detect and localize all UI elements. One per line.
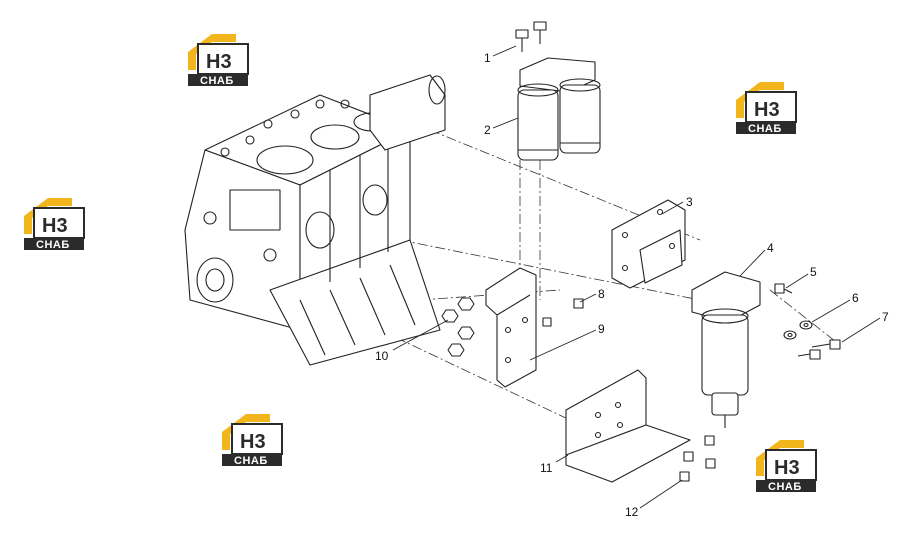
callout-9: 9 bbox=[598, 322, 605, 336]
part-12-bolts bbox=[679, 435, 716, 482]
watermark-logo: H3 СНАБ bbox=[222, 414, 283, 467]
callout-7: 7 bbox=[882, 310, 889, 324]
callout-4: 4 bbox=[767, 241, 774, 255]
part-4-fuel-filter bbox=[691, 271, 761, 428]
svg-text:СНАБ: СНАБ bbox=[234, 455, 268, 467]
part-9-bracket bbox=[485, 267, 537, 388]
part-6-washer bbox=[783, 320, 813, 340]
part-2-double-filter bbox=[517, 57, 601, 161]
svg-text:СНАБ: СНАБ bbox=[768, 481, 802, 493]
svg-text:СНАБ: СНАБ bbox=[200, 75, 234, 87]
part-5-bolt bbox=[774, 283, 793, 294]
svg-text:H3: H3 bbox=[774, 457, 800, 479]
part-1-bolts bbox=[515, 21, 547, 52]
assembly-center-lines bbox=[379, 129, 841, 421]
svg-text:СНАБ: СНАБ bbox=[748, 123, 782, 135]
watermark-logo: H3 СНАБ bbox=[24, 198, 85, 251]
svg-text:H3: H3 bbox=[240, 431, 266, 453]
svg-text:СНАБ: СНАБ bbox=[36, 239, 70, 251]
watermark-logo: H3 СНАБ bbox=[188, 34, 249, 87]
watermark-logo: H3 СНАБ bbox=[736, 82, 797, 135]
callout-5: 5 bbox=[810, 265, 817, 279]
callout-8: 8 bbox=[598, 287, 605, 301]
svg-text:H3: H3 bbox=[206, 51, 232, 73]
callout-2: 2 bbox=[484, 123, 491, 137]
svg-text:H3: H3 bbox=[42, 215, 68, 237]
callout-10: 10 bbox=[375, 349, 389, 363]
callout-12: 12 bbox=[625, 505, 639, 519]
watermark-logo: H3 СНАБ bbox=[756, 440, 817, 493]
callout-labels: 1 2 3 4 5 6 7 8 9 10 11 12 bbox=[375, 51, 889, 519]
leader-lines bbox=[392, 45, 881, 509]
callout-1: 1 bbox=[484, 51, 491, 65]
part-3-mounting-plate bbox=[611, 199, 686, 289]
part-10-nuts bbox=[441, 297, 475, 357]
svg-text:H3: H3 bbox=[754, 99, 780, 121]
callout-11: 11 bbox=[540, 461, 553, 475]
callout-3: 3 bbox=[686, 195, 693, 209]
part-7-bolts bbox=[797, 339, 841, 360]
part-11-tray-bracket bbox=[565, 369, 691, 483]
part-8-bolt bbox=[542, 298, 584, 327]
watermark-logos: H3 СНАБ H3 СНАБ H3 СНАБ H3 СНАБ bbox=[24, 34, 817, 493]
engine-block bbox=[184, 74, 446, 366]
callout-6: 6 bbox=[852, 291, 859, 305]
